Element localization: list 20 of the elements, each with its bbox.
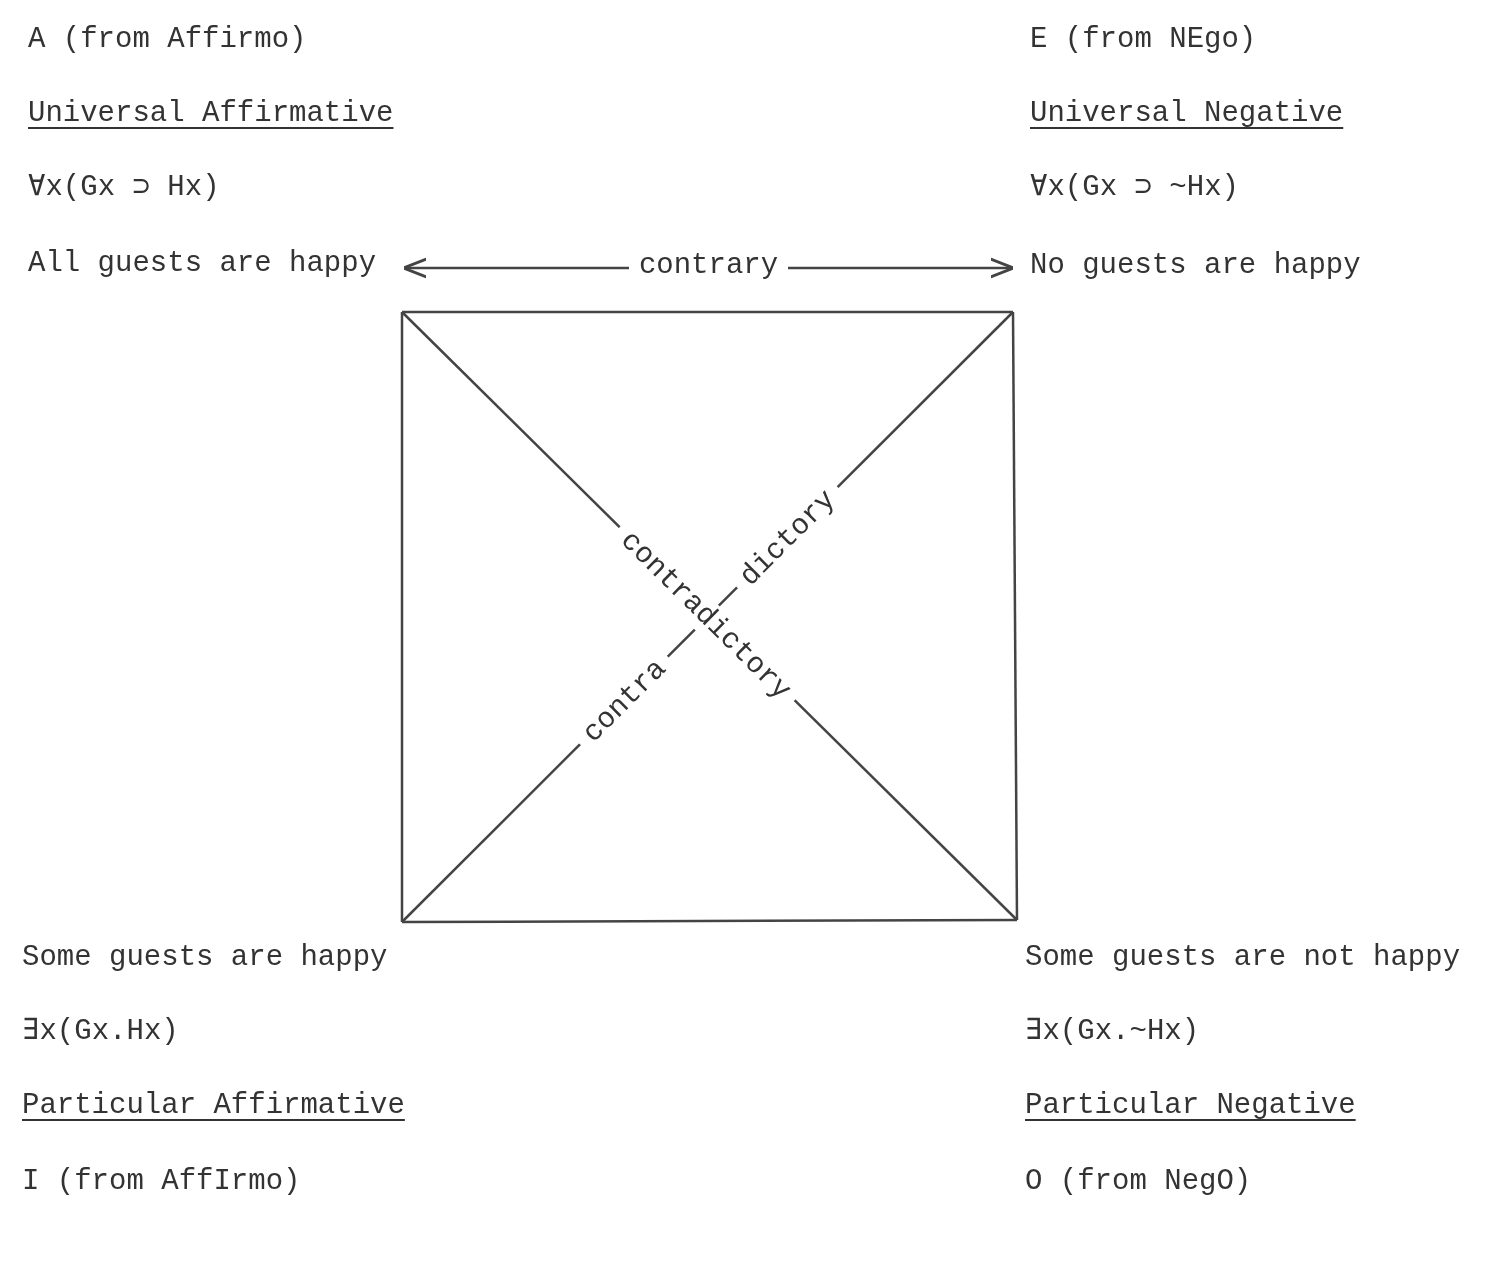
formula-text: ∀x(Gx ⊃ Hx) (28, 170, 220, 206)
statement-text: Some guests are not happy (1025, 940, 1461, 976)
letter-heading: O (from NegO) (1025, 1164, 1252, 1200)
square-side-line (402, 918, 1017, 924)
letter-heading: E (from NEgo) (1030, 22, 1257, 58)
statement-text: Some guests are happy (22, 940, 388, 976)
statement-text: All guests are happy (28, 246, 377, 282)
category-heading: Universal Affirmative (28, 96, 394, 132)
formula-text: ∀x(Gx ⊃ ~Hx) (1030, 170, 1239, 206)
square-side-line (400, 312, 404, 922)
letter-heading: I (from AffIrmo) (22, 1164, 301, 1200)
category-heading: Universal Negative (1030, 96, 1344, 132)
formula-text: ∃x(Gx.~Hx) (1025, 1014, 1200, 1050)
square-side-line (1011, 312, 1019, 920)
statement-text: No guests are happy (1030, 248, 1361, 284)
formula-text: ∃x(Gx.Hx) (22, 1014, 179, 1050)
category-heading: Particular Negative (1025, 1088, 1356, 1124)
letter-heading: A (from Affirmo) (28, 22, 307, 58)
square-side-line (402, 310, 1013, 314)
category-heading: Particular Affirmative (22, 1088, 405, 1124)
